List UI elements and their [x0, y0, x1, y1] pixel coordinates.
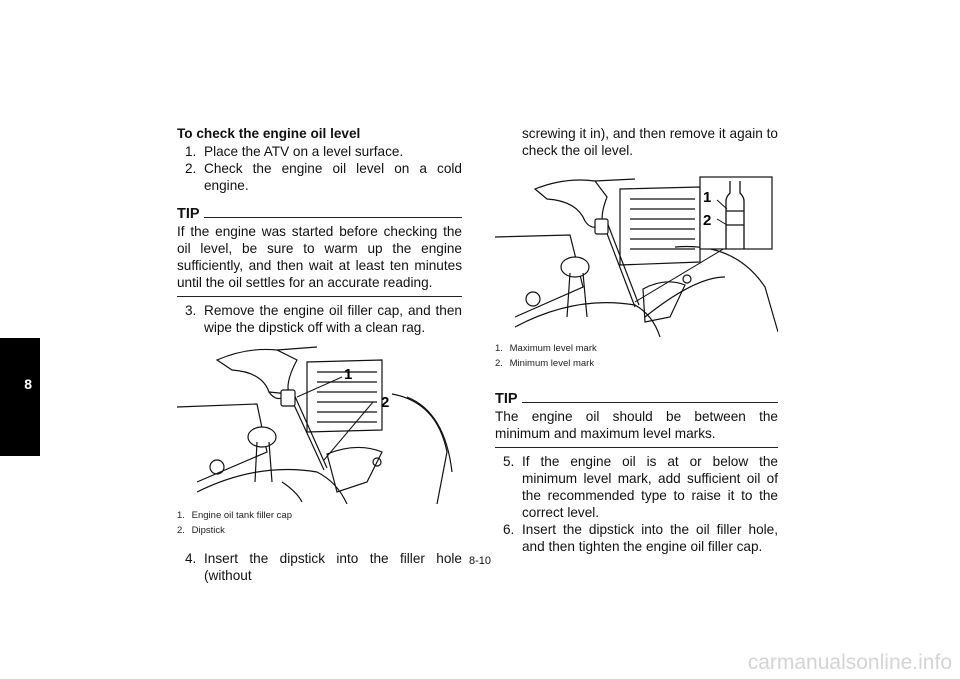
callout-max: 1	[703, 189, 711, 206]
tip-body-2: The engine oil should be between the min…	[495, 408, 778, 448]
figure-level-marks: 1 2 1. Maximum level mark 2. Minimum lev…	[494, 167, 779, 371]
step-5: 5. If the engine oil is at or below the …	[503, 454, 778, 520]
figure-filler-cap: 1 2 1. Engine oil tank filler cap 2. Dip…	[176, 342, 462, 538]
tip-heading-2: TIP	[495, 391, 778, 408]
tip-heading: TIP	[177, 206, 462, 223]
figure-2-caption-2: 2. Minimum level mark	[495, 358, 595, 369]
figure-2-caption-1: 1. Maximum level mark	[495, 343, 597, 354]
dipstick-inset	[699, 176, 773, 250]
chapter-tab-label: 8	[24, 376, 32, 392]
step-2: 2. Check the engine oil level on a cold …	[185, 161, 462, 193]
step-6: 6. Insert the dipstick into the oil fill…	[503, 522, 778, 554]
figure-1-caption-2: 2. Dipstick	[177, 525, 225, 536]
callout-1: 1	[344, 366, 352, 383]
step-1: 1. Place the ATV on a level surface.	[185, 144, 404, 159]
step-4-continued: screwing it in), and then remove it agai…	[522, 126, 778, 158]
watermark: carmanualsonline.info	[747, 651, 952, 674]
engine-illustration-1: 1 2	[176, 346, 453, 505]
section-heading: To check the engine oil level	[177, 126, 361, 141]
left-column: To check the engine oil level 1. Place t…	[176, 125, 462, 584]
chapter-tab: 8	[0, 338, 40, 456]
figure-1-caption-1: 1. Engine oil tank filler cap	[177, 510, 292, 521]
step-4: 4. Insert the dipstick into the filler h…	[185, 551, 462, 583]
right-column: screwing it in), and then remove it agai…	[494, 125, 779, 555]
step-3: 3. Remove the engine oil filler cap, and…	[185, 303, 462, 335]
callout-min: 2	[703, 212, 711, 229]
tip-body: If the engine was started before checkin…	[177, 223, 462, 297]
callout-2: 2	[381, 394, 389, 411]
page-number: 8-10	[468, 555, 492, 567]
engine-illustration-2: 1 2	[494, 176, 779, 338]
